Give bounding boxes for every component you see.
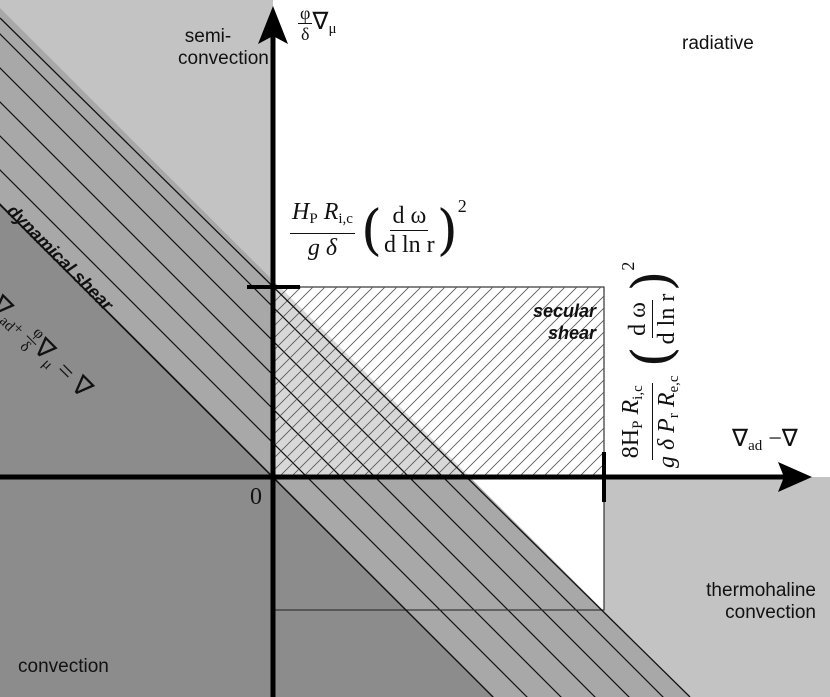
x-axis-arrow <box>778 462 812 492</box>
formula-top: HP Ri,c g δ ( d ω d ln r )2 <box>290 196 467 262</box>
thermohaline-label: thermohaline convection <box>706 580 816 623</box>
convection-region <box>0 205 273 697</box>
diagonal-line-upper <box>0 17 691 697</box>
semiconvection-label: semi- convection <box>178 26 269 69</box>
origin-label: 0 <box>250 484 262 510</box>
diagonal-line <box>0 204 494 697</box>
convection-label: convection <box>18 656 109 677</box>
radiative-label: radiative <box>682 33 754 54</box>
x-axis-label: ∇ad −∇ <box>732 426 798 454</box>
secular-shear-label: secular shear <box>532 301 596 343</box>
y-axis-label: φ δ ∇μ <box>298 3 337 44</box>
y-axis-arrow <box>258 6 288 44</box>
formula-right: 8HP Ri,c g δ Pr Re,c ( d ω d ln r )2 <box>618 261 684 468</box>
